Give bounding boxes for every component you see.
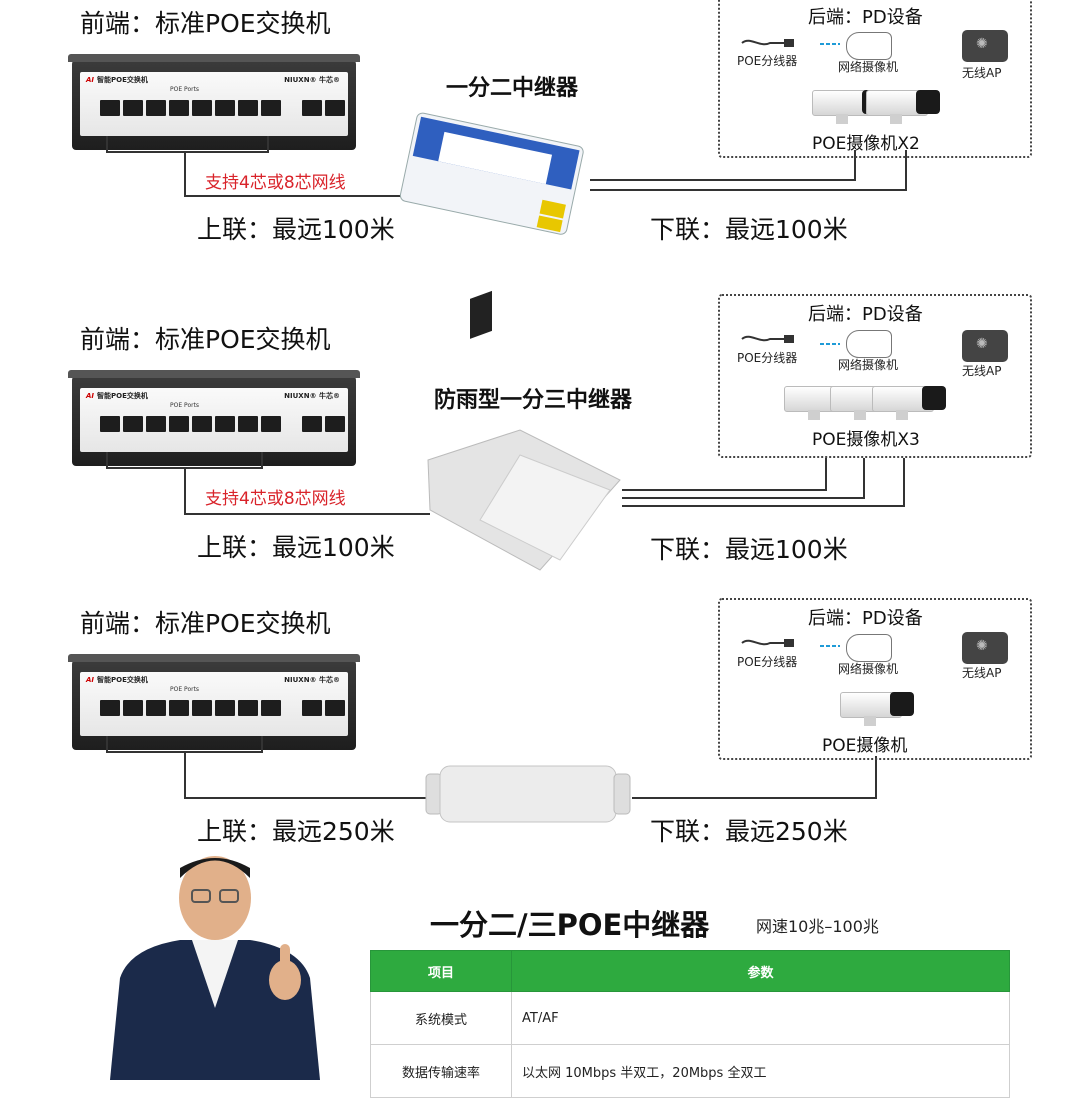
section2-splitter-label: POE分线器 xyxy=(737,351,798,365)
section3-front-title: 前端：标准POE交换机 xyxy=(80,609,331,638)
section3-ipcam-label: 网络摄像机 xyxy=(838,662,899,676)
switch-brand-prefix: AI xyxy=(86,392,95,400)
switch-brand-prefix: AI xyxy=(86,676,95,684)
switch-logo: NIUXN® 牛芯® xyxy=(284,76,340,84)
poe-camera-icon xyxy=(840,692,914,726)
section3-uplink: 上联：最远250米 xyxy=(197,817,395,846)
inline-repeater xyxy=(425,765,631,823)
spec-col-item: 项目 xyxy=(370,950,512,992)
section3-wiring xyxy=(106,645,877,823)
spec-subtitle: 网速10兆–100兆 xyxy=(756,917,879,936)
section1-poe-cam-label: POE摄像机X2 xyxy=(812,134,920,154)
spec-key: 系统模式 xyxy=(370,991,512,1045)
spec-key: 数据传输速率 xyxy=(370,1044,512,1098)
section1-pd-title: 后端：PD设备 xyxy=(808,7,923,28)
ipcam-icon xyxy=(846,634,892,662)
wireless-ap-icon xyxy=(962,30,1008,62)
section3-pd-title: 后端：PD设备 xyxy=(808,608,923,629)
section2-repeater-title: 防雨型一分三中继器 xyxy=(434,388,633,413)
section3-downlink: 下联：最远250米 xyxy=(650,817,848,846)
section1-splitter-label: POE分线器 xyxy=(737,54,798,68)
spec-col-param: 参数 xyxy=(511,950,1010,992)
switch-brand-prefix: AI xyxy=(86,76,95,84)
switch-brand: 智能POE交换机 xyxy=(97,392,148,400)
spec-header-row: 项目 参数 xyxy=(370,950,1010,992)
table-row: 系统模式 AT/AF xyxy=(370,991,1010,1045)
splitter-icon xyxy=(741,335,794,343)
section1-ipcam-label: 网络摄像机 xyxy=(838,60,899,74)
poe-camera-icon xyxy=(872,386,946,420)
switch-ports-label: POE Ports xyxy=(170,402,200,409)
wireless-ap-icon xyxy=(962,330,1008,362)
section1-front-title: 前端：标准POE交换机 xyxy=(80,9,331,38)
section1-uplink: 上联：最远100米 xyxy=(197,215,395,244)
ipcam-icon xyxy=(846,330,892,358)
section2-poe-cam-label: POE摄像机X3 xyxy=(812,430,920,450)
section1-downlink: 下联：最远100米 xyxy=(650,215,848,244)
section3-pd-box xyxy=(718,598,1032,760)
section1-ap-label: 无线AP xyxy=(962,66,1002,80)
section2-note: 支持4芯或8芯网线 xyxy=(205,489,346,509)
splitter-icon xyxy=(741,639,794,647)
spec-table: 项目 参数 系统模式 AT/AF 数据传输速率 以太网 10Mbps 半双工，2… xyxy=(370,950,1010,1098)
repeater-1x2 xyxy=(399,112,584,235)
wireless-ap-icon xyxy=(962,632,1008,664)
section2-ap-label: 无线AP xyxy=(962,364,1002,378)
spec-title: 一分二/三POE中继器 xyxy=(430,908,710,942)
switch-ports-label: POE Ports xyxy=(170,86,200,93)
spec-value: 以太网 10Mbps 半双工，20Mbps 全双工 xyxy=(511,1044,1010,1098)
ipcam-icon xyxy=(846,32,892,60)
section2-uplink: 上联：最远100米 xyxy=(197,533,395,562)
section3-ap-label: 无线AP xyxy=(962,666,1002,680)
switch-brand: 智能POE交换机 xyxy=(97,76,148,84)
section3-splitter-label: POE分线器 xyxy=(737,655,798,669)
switch-ports-label: POE Ports xyxy=(170,686,200,693)
section1-pd-box xyxy=(718,0,1032,158)
spokesperson-photo xyxy=(110,856,320,1080)
splitter-icon xyxy=(741,39,794,47)
section2-wiring xyxy=(106,290,905,571)
section2-pd-title: 后端：PD设备 xyxy=(808,304,923,325)
poe-camera-icon xyxy=(866,90,940,124)
switch-logo: NIUXN® 牛芯® xyxy=(284,392,340,400)
switch-logo: NIUXN® 牛芯® xyxy=(284,676,340,684)
switch-brand: 智能POE交换机 xyxy=(97,676,148,684)
section1-note: 支持4芯或8芯网线 xyxy=(205,173,346,193)
weatherproof-repeater-1x3 xyxy=(427,290,621,571)
table-row: 数据传输速率 以太网 10Mbps 半双工，20Mbps 全双工 xyxy=(370,1044,1010,1098)
section2-downlink: 下联：最远100米 xyxy=(650,535,848,564)
section2-ipcam-label: 网络摄像机 xyxy=(838,358,899,372)
section2-pd-box xyxy=(718,294,1032,458)
section1-wiring xyxy=(106,43,907,235)
section1-repeater-title: 一分二中继器 xyxy=(446,76,579,101)
spec-value: AT/AF xyxy=(511,991,1010,1045)
section3-poe-cam-label: POE摄像机 xyxy=(822,736,908,756)
section2-front-title: 前端：标准POE交换机 xyxy=(80,325,331,354)
